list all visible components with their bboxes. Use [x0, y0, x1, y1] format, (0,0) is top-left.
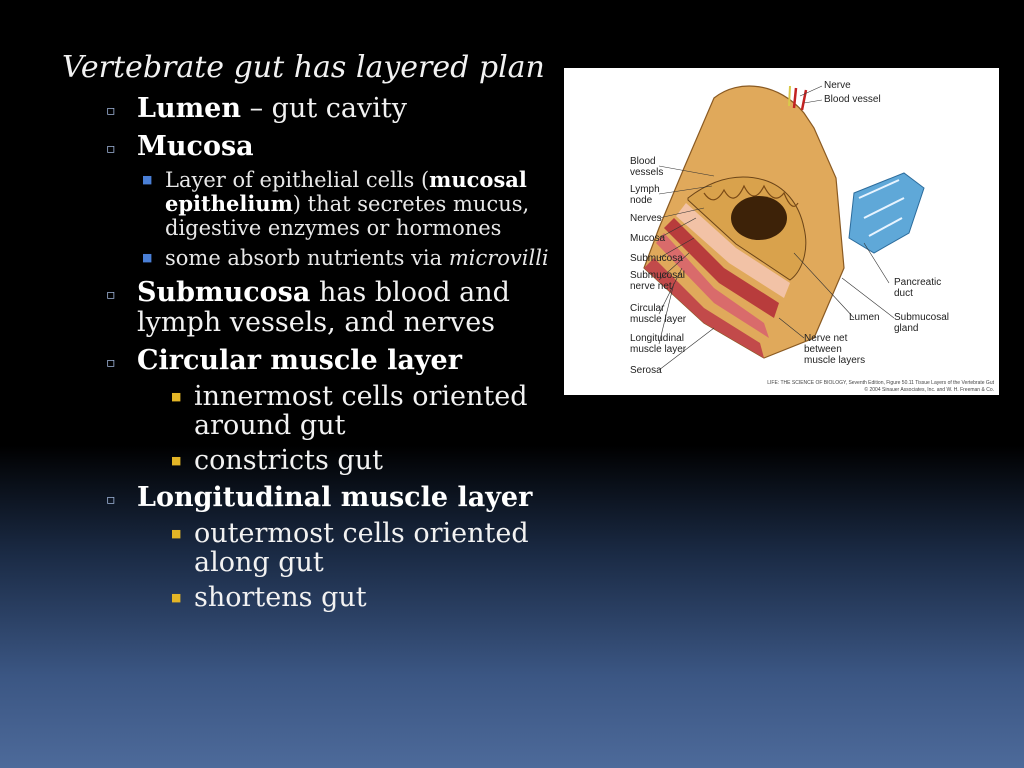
- small-square-bullet-icon: ■: [171, 390, 182, 403]
- bullet-mucosa: ▫ Mucosa: [62, 132, 562, 162]
- term-mucosa: Mucosa: [137, 131, 254, 162]
- square-bullet-icon: ▫: [106, 492, 116, 508]
- small-square-bullet-icon: ■: [171, 527, 182, 540]
- sub-bullet-outermost: ■ outermost cells oriented along gut: [62, 519, 562, 577]
- figure-credit: LIFE: THE SCIENCE OF BIOLOGY, Seventh Ed…: [767, 380, 994, 386]
- label-blood-vessel: Blood vessel: [824, 94, 881, 105]
- label-serosa: Serosa: [630, 365, 662, 376]
- label-mucosa: Mucosa: [630, 233, 665, 244]
- epithelium-text-a: Layer of epithelial cells (: [165, 168, 430, 192]
- label-nerve: Nerve: [824, 80, 851, 91]
- bullet-submucosa: ▫ Submucosa has blood and lymph vessels,…: [62, 278, 562, 338]
- small-square-bullet-icon: ■: [142, 251, 153, 264]
- square-bullet-icon: ▫: [106, 141, 116, 157]
- epithelium-text-b: ) that secretes mucus, digestive enzymes…: [165, 192, 530, 240]
- submucosa-desc: has blood and lymph vessels, and nerves: [137, 277, 510, 338]
- figure-copyright: © 2004 Sinauer Associates, Inc. and W. H…: [864, 386, 994, 393]
- sub-bullet-constricts: ■ constricts gut: [62, 446, 562, 475]
- sub-bullet-microvilli: ■ some absorb nutrients via microvilli: [62, 246, 562, 270]
- small-square-bullet-icon: ■: [142, 173, 153, 186]
- slide-title: Vertebrate gut has layered plan: [62, 50, 545, 85]
- term-submucosa: Submucosa: [137, 277, 311, 308]
- sub-bullet-shortens: ■ shortens gut: [62, 583, 562, 612]
- small-square-bullet-icon: ■: [171, 454, 182, 467]
- term-circular-muscle: Circular muscle layer: [137, 345, 462, 376]
- label-lumen: Lumen: [849, 312, 880, 323]
- bullet-circular-muscle: ▫ Circular muscle layer: [62, 346, 562, 376]
- label-submucosa: Submucosa: [630, 253, 683, 264]
- square-bullet-icon: ▫: [106, 355, 116, 371]
- term-microvilli: microvilli: [448, 246, 549, 270]
- bullet-longitudinal-muscle: ▫ Longitudinal muscle layer: [62, 483, 562, 513]
- slide-text: Vertebrate gut has layered plan ▫ Lumen …: [62, 50, 562, 612]
- bullet-lumen: ▫ Lumen – gut cavity: [62, 94, 562, 124]
- term-lumen: Lumen: [137, 93, 241, 124]
- label-nerves: Nerves: [630, 213, 662, 224]
- square-bullet-icon: ▫: [106, 287, 116, 303]
- square-bullet-icon: ▫: [106, 103, 116, 119]
- small-square-bullet-icon: ■: [171, 591, 182, 604]
- term-mucosal-epithelium: mucosal epithelium: [165, 167, 527, 216]
- innermost-text: innermost cells oriented around gut: [194, 381, 528, 441]
- sub-bullet-innermost: ■ innermost cells oriented around gut: [62, 382, 562, 440]
- constricts-text: constricts gut: [194, 445, 383, 476]
- term-longitudinal-muscle: Longitudinal muscle layer: [137, 482, 533, 513]
- sub-bullet-epithelium: ■ Layer of epithelial cells (mucosal epi…: [62, 167, 562, 241]
- outermost-text: outermost cells oriented along gut: [194, 518, 529, 578]
- microvilli-text: some absorb nutrients via: [165, 246, 449, 270]
- lumen-desc: – gut cavity: [241, 93, 407, 124]
- shortens-text: shortens gut: [194, 582, 367, 613]
